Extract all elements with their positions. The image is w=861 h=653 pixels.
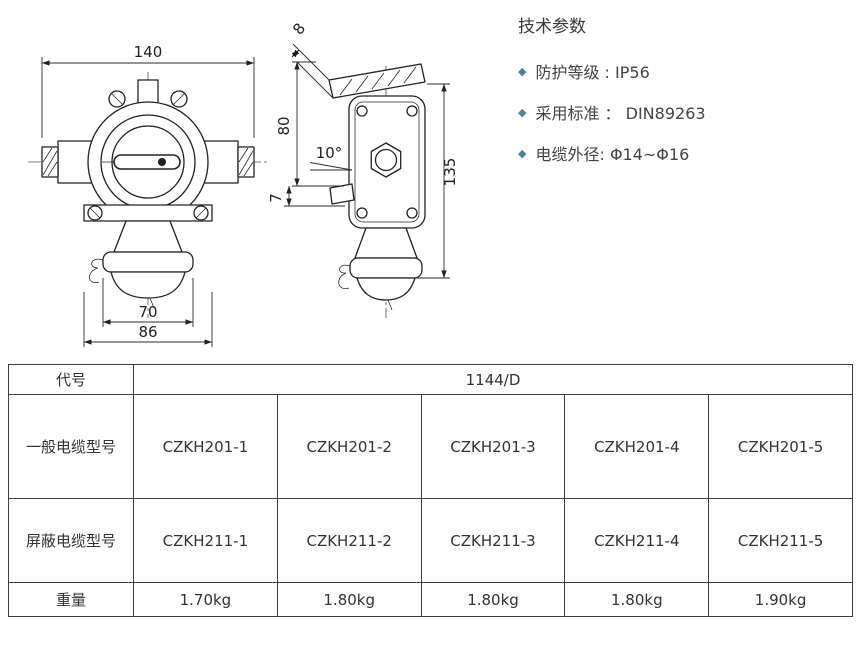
model-cell: CZKH201-3 <box>420 394 566 499</box>
model-cell: CZKH211-5 <box>708 498 853 583</box>
dim-70: 70 <box>138 303 157 321</box>
side-view <box>328 63 426 311</box>
technical-drawing: 140 8 80 10° 7 135 70 86 <box>28 20 459 347</box>
model-cell: CZKH201-4 <box>564 394 710 499</box>
row-label-cell: 一般电缆型号 <box>8 394 134 499</box>
diamond-bullet-icon: ◆ <box>518 105 527 119</box>
dim-80: 80 <box>275 116 293 135</box>
spec-table: 代号 1144/D 一般电缆型号 CZKH201-1 CZKH201-2 CZK… <box>8 364 853 617</box>
hatch-lines <box>339 66 417 96</box>
table-row-weight: 重量 1.70kg 1.80kg 1.80kg 1.80kg 1.90kg <box>8 582 853 617</box>
row-label-cell: 屏蔽电缆型号 <box>8 498 134 583</box>
dim-135: 135 <box>441 158 459 187</box>
switch-knob-dot <box>158 158 166 166</box>
drawing-and-params: 140 8 80 10° 7 135 70 86 技术参数 ◆ 防护等级 : I… <box>28 12 706 347</box>
weight-cell: 1.90kg <box>708 582 853 617</box>
hatch-lines <box>42 147 254 177</box>
row-label-cell: 重量 <box>8 582 134 617</box>
weight-cell: 1.80kg <box>420 582 566 617</box>
param-text-cable-diameter: 电缆外径: Φ14~Φ16 <box>535 145 690 164</box>
diamond-bullet-icon: ◆ <box>518 64 527 78</box>
dim-10deg: 10° <box>316 144 343 162</box>
front-view <box>41 79 255 309</box>
params-title: 技术参数 <box>518 17 586 37</box>
dim-86: 86 <box>138 323 157 341</box>
model-cell: CZKH211-2 <box>276 498 422 583</box>
weight-cell: 1.80kg <box>276 582 422 617</box>
model-cell: CZKH201-1 <box>133 394 278 499</box>
param-row-cable-diameter: ◆ 电缆外径: Φ14~Φ16 <box>518 141 706 165</box>
code-value-cell: 1144/D <box>133 364 853 395</box>
model-cell: CZKH211-4 <box>564 498 710 583</box>
dim-8: 8 <box>289 20 309 39</box>
param-row-standard: ◆ 采用标准 ： DIN89263 <box>518 100 706 124</box>
model-cell: CZKH211-3 <box>420 498 566 583</box>
dimension-lines <box>41 43 450 347</box>
table-row-shielded-cable: 屏蔽电缆型号 CZKH211-1 CZKH211-2 CZKH211-3 CZK… <box>8 498 853 583</box>
tech-params-panel: 技术参数 ◆ 防护等级 : IP56 ◆ 采用标准 ： DIN89263 ◆ 电… <box>518 12 706 182</box>
dim-140: 140 <box>134 43 163 61</box>
dim-7: 7 <box>267 193 285 203</box>
weight-cell: 1.70kg <box>133 582 278 617</box>
table-row-general-cable: 一般电缆型号 CZKH201-1 CZKH201-2 CZKH201-3 CZK… <box>8 394 853 499</box>
code-label-cell: 代号 <box>8 364 134 395</box>
param-text-protection: 防护等级 : IP56 <box>535 63 650 82</box>
model-cell: CZKH201-5 <box>708 394 853 499</box>
param-text-standard: 采用标准 ： DIN89263 <box>535 104 706 123</box>
model-cell: CZKH201-2 <box>276 394 422 499</box>
model-cell: CZKH211-1 <box>133 498 278 583</box>
param-row-protection: ◆ 防护等级 : IP56 <box>518 59 706 83</box>
diamond-bullet-icon: ◆ <box>518 146 527 160</box>
table-row-code: 代号 1144/D <box>8 364 853 395</box>
weight-cell: 1.80kg <box>564 582 710 617</box>
